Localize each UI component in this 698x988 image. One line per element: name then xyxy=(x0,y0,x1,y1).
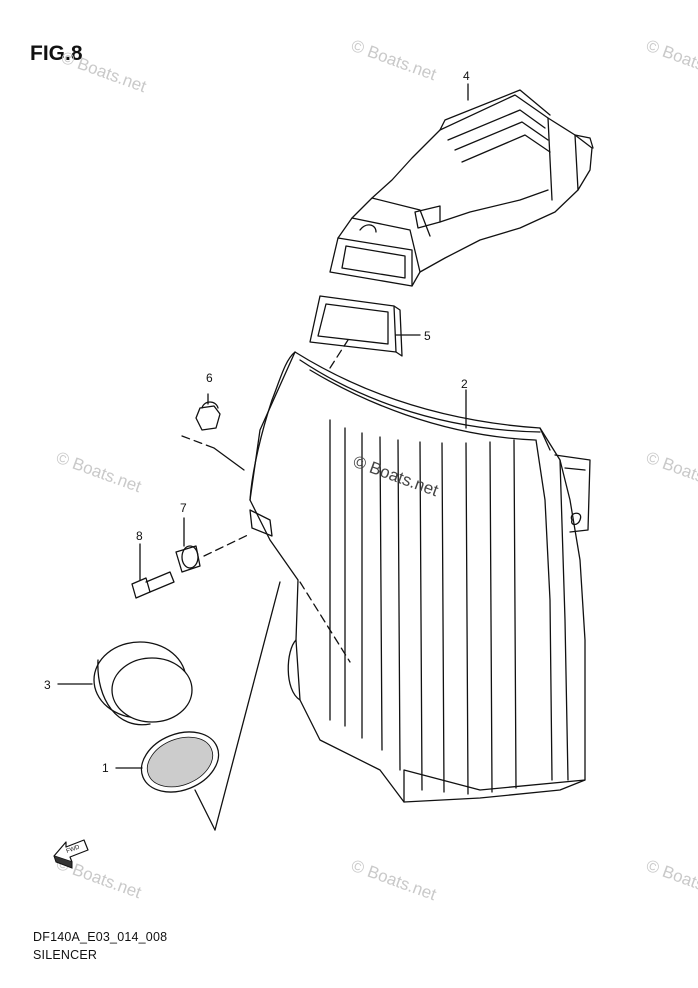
assembly-leader-lines xyxy=(194,339,351,831)
part-3-connector-sleeve xyxy=(57,641,193,726)
fwd-arrow-icon: FWD xyxy=(53,839,89,869)
watermark: © Boats.net xyxy=(59,48,149,96)
callout-7: 7 xyxy=(180,501,187,515)
callout-8: 8 xyxy=(136,529,143,543)
watermark: © Boats.net xyxy=(54,448,144,496)
diagram-code: DF140A_E03_014_008 xyxy=(33,930,168,944)
callout-number-group: 1 2 3 4 5 6 7 8 xyxy=(44,69,470,775)
part-1-mesh-screen xyxy=(115,731,220,793)
callout-6: 6 xyxy=(206,371,213,385)
callout-4: 4 xyxy=(463,69,470,83)
callout-leaders xyxy=(465,83,469,429)
fwd-label: FWD xyxy=(66,844,82,855)
watermark: © Boats.net xyxy=(644,856,698,904)
callout-1: 1 xyxy=(102,761,109,775)
part-8-bolt xyxy=(131,543,175,599)
part-6-grommet xyxy=(181,393,245,471)
part-4-intake-duct xyxy=(329,89,594,287)
watermark: © Boats.net xyxy=(349,36,439,84)
part-7-rubber-mount xyxy=(175,517,251,573)
watermark: © Boats.net xyxy=(644,448,698,496)
callout-3: 3 xyxy=(44,678,51,692)
callout-5: 5 xyxy=(424,329,431,343)
watermark: © Boats.net xyxy=(644,36,698,84)
figure-title: FIG.8 xyxy=(30,42,83,65)
part-5-seal xyxy=(309,295,421,357)
section-name: SILENCER xyxy=(33,948,98,962)
callout-2: 2 xyxy=(461,377,468,391)
watermark: © Boats.net xyxy=(349,856,439,904)
part-2-silencer-housing xyxy=(249,351,591,803)
